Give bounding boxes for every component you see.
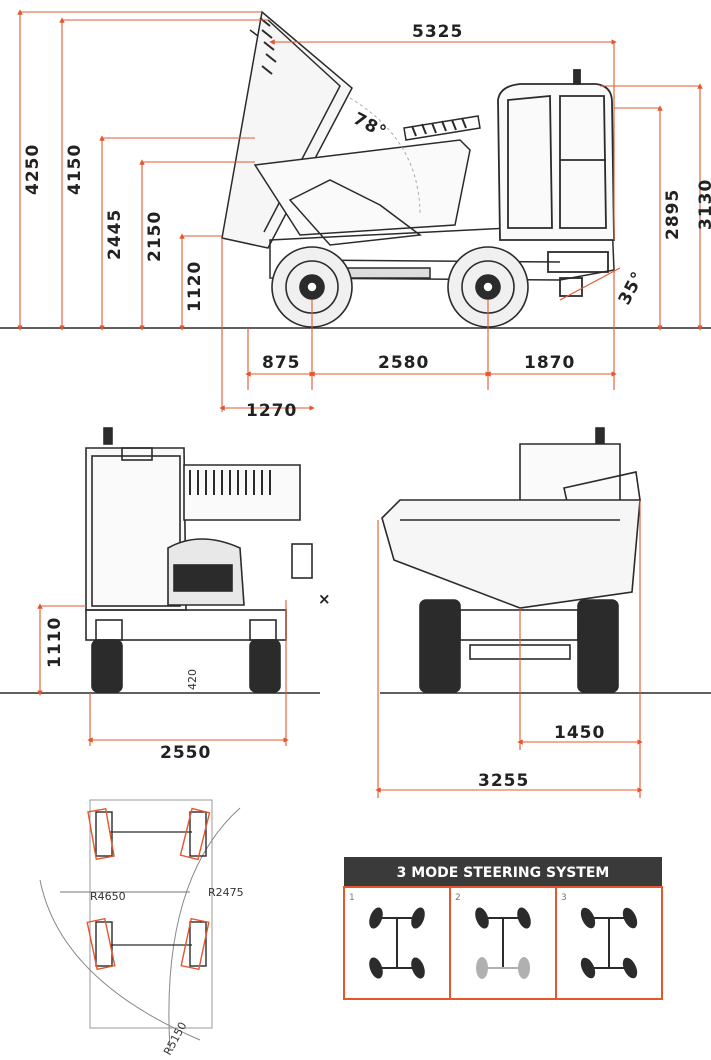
body-radius-label: R5150 <box>161 1020 189 1058</box>
side-discharge-height-label: 1110 <box>45 617 65 668</box>
front-width-label: 2550 <box>160 743 211 763</box>
front-dimension-lines <box>37 600 289 746</box>
front-overhang-label: 875 <box>262 353 301 373</box>
departure-angle-label: 35° <box>615 268 649 308</box>
side-overall-label: 3255 <box>478 771 529 791</box>
steering-panel: 3 MODE STEERING SYSTEM 1 2 3 <box>343 857 663 1000</box>
dump-height-label: 2445 <box>105 209 125 260</box>
steering-mode-1: 1 <box>349 893 425 979</box>
centre-mark: × <box>318 590 331 608</box>
steering-mode-3-number: 3 <box>561 893 567 903</box>
raised-inner-height-label: 4150 <box>65 144 85 195</box>
front-machine <box>85 427 313 693</box>
rear-machine <box>381 427 641 693</box>
side-reach-label: 1450 <box>554 723 605 743</box>
turning-wheels <box>86 807 211 971</box>
wheelbase-label: 2580 <box>378 353 429 373</box>
reach-label: 1270 <box>246 401 297 421</box>
steering-mode-2: 2 <box>455 893 531 979</box>
overall-length-label: 5325 <box>412 22 463 42</box>
rear-dimension-lines <box>375 500 643 798</box>
rear-view: 1450 3255 <box>375 427 711 798</box>
clearance-label: 420 <box>186 669 199 690</box>
inner-radius-label: R2475 <box>208 886 244 899</box>
turning-body-outline <box>89 799 213 1029</box>
front-view: × 1110 2550 420 <box>0 427 331 763</box>
cab-height-label: 2895 <box>663 189 683 240</box>
rear-overhang-label: 1870 <box>524 353 575 373</box>
raised-height-label: 4250 <box>23 144 43 195</box>
tip-angle-arc <box>349 97 421 216</box>
turning-diagram: R4650 R2475 R5150 <box>39 799 244 1058</box>
side-view: 5325 4250 4150 2445 2150 1120 78° 35° 28… <box>0 9 711 421</box>
side-dimension-lines <box>17 9 703 412</box>
tip-angle-label: 78° <box>350 109 390 143</box>
steering-mode-1-number: 1 <box>349 893 355 903</box>
outer-turning-arc <box>168 807 241 1051</box>
body-lip-height-label: 1120 <box>185 261 205 312</box>
cab <box>497 69 615 297</box>
inner-turning-arc <box>39 879 201 1041</box>
steering-mode-2-number: 2 <box>455 893 461 903</box>
discharge-height-label: 2150 <box>145 211 165 262</box>
outer-radius-label: R4650 <box>90 890 126 903</box>
steering-panel-title: 3 MODE STEERING SYSTEM <box>397 865 610 881</box>
steering-panel-banner <box>344 857 662 887</box>
rear-wheel <box>447 246 529 328</box>
overall-height-label: 3130 <box>696 179 711 230</box>
steering-mode-3: 3 <box>561 893 638 979</box>
